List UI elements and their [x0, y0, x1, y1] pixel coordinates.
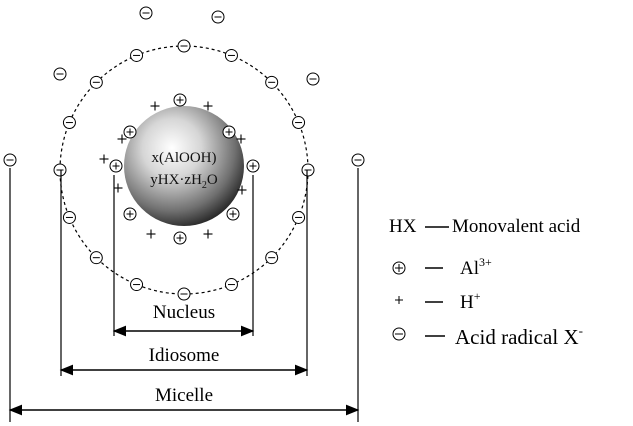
- boundary-lines: [9, 168, 359, 422]
- circled-plus-icon: [173, 93, 187, 107]
- plus-icon: [203, 229, 213, 239]
- circled-minus-icon: [89, 75, 103, 89]
- plus-icon: [99, 154, 109, 164]
- legend-hx-label: HX: [389, 216, 417, 237]
- plus-icon: [237, 185, 247, 195]
- idiosome-label: Idiosome: [149, 345, 220, 366]
- circled-minus-icon: [392, 327, 406, 341]
- plus-icon: [236, 134, 246, 144]
- circled-plus-icon: [123, 207, 137, 221]
- circled-plus-icon: [222, 125, 236, 139]
- circled-minus-icon: [292, 116, 306, 130]
- circled-minus-icon: [224, 48, 238, 62]
- circled-plus-icon: [123, 125, 137, 139]
- circled-minus-icon: [306, 72, 320, 86]
- circled-minus-icon: [53, 67, 67, 81]
- legend-al-label: Al3+: [460, 255, 492, 279]
- circled-minus-icon: [139, 6, 153, 20]
- plus-icon: [395, 296, 403, 304]
- legend-h-label: H+: [460, 289, 481, 313]
- core-formula-line1: x(AlOOH): [152, 150, 217, 166]
- plus-icon: [113, 183, 123, 193]
- circled-plus-icon: [173, 231, 187, 245]
- legend-hx-desc: Monovalent acid: [452, 216, 581, 237]
- circled-minus-icon: [177, 287, 191, 301]
- circled-minus-icon: [130, 48, 144, 62]
- circled-minus-icon: [265, 251, 279, 265]
- plus-icon: [146, 229, 156, 239]
- nucleus-label: Nucleus: [153, 302, 215, 323]
- core-formula-line2: yHX·zH2O: [150, 172, 218, 191]
- circled-minus-icon: [211, 10, 225, 24]
- legend: HX Monovalent acid Al3+ H+ Acid radical …: [389, 216, 583, 349]
- circled-minus-icon: [3, 153, 17, 167]
- circled-minus-icon: [62, 116, 76, 130]
- circled-minus-icon: [53, 163, 67, 177]
- circled-minus-icon: [224, 278, 238, 292]
- circled-plus-icon: [246, 159, 260, 173]
- circled-plus-icon: [109, 159, 123, 173]
- plus-icon: [117, 134, 127, 144]
- circled-minus-icon: [177, 39, 191, 53]
- circled-minus-icon: [130, 278, 144, 292]
- ion-layer: [3, 6, 365, 301]
- dimension-arrows: [8, 325, 360, 416]
- circled-minus-icon: [292, 210, 306, 224]
- micelle-label: Micelle: [155, 385, 213, 406]
- circled-plus-icon: [392, 261, 406, 275]
- legend-acid-label: Acid radical X-: [455, 323, 583, 349]
- circled-minus-icon: [265, 75, 279, 89]
- circled-minus-icon: [89, 251, 103, 265]
- circled-minus-icon: [351, 153, 365, 167]
- circled-minus-icon: [301, 163, 315, 177]
- circled-plus-icon: [226, 207, 240, 221]
- plus-icon: [150, 101, 160, 111]
- plus-icon: [203, 101, 213, 111]
- core-sphere: [124, 106, 244, 226]
- circled-minus-icon: [62, 210, 76, 224]
